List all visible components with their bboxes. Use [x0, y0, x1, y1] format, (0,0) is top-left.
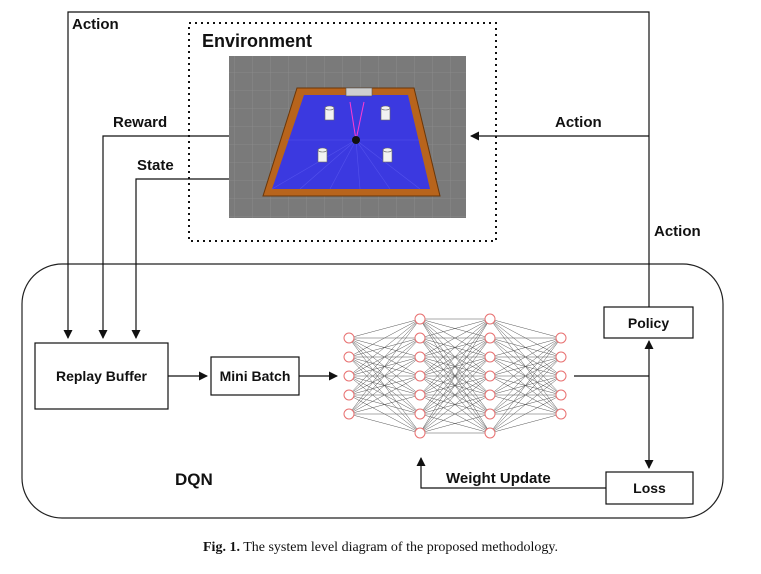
state-arrow — [131, 178, 229, 339]
reward-arrow — [98, 135, 229, 339]
action-loop-line — [63, 11, 650, 339]
network-edge — [348, 413, 421, 434]
network-node — [414, 408, 426, 420]
network-edge — [419, 318, 491, 358]
network-edge — [419, 318, 491, 415]
loss-box — [605, 471, 694, 505]
network-edge — [489, 413, 562, 434]
network-edge — [419, 413, 491, 434]
action-policy-label: Action — [654, 223, 701, 240]
network-node — [414, 313, 426, 325]
network-node — [414, 389, 426, 401]
weight-update-label: Weight Update — [446, 470, 551, 487]
network-edge — [419, 375, 491, 434]
mini-batch-label: Mini Batch — [220, 368, 291, 384]
network-edge — [489, 356, 562, 434]
network-node — [343, 389, 355, 401]
network-node — [555, 332, 567, 344]
state-label: State — [137, 157, 174, 174]
network-edge — [348, 318, 421, 396]
network-edge — [348, 318, 421, 377]
network-edge — [348, 394, 421, 415]
network-node — [484, 351, 496, 363]
network-edge — [348, 318, 421, 339]
neural-network — [343, 313, 567, 439]
figure-caption: Fig. 1. The system level diagram of the … — [0, 540, 761, 556]
simulation-arena-image — [229, 56, 466, 218]
network-node — [555, 351, 567, 363]
network-node — [343, 408, 355, 420]
network-edge — [348, 375, 421, 415]
network-edge — [489, 337, 562, 358]
network-node — [555, 408, 567, 420]
replay-buffer-label: Replay Buffer — [56, 368, 148, 384]
network-edge — [489, 337, 562, 377]
network-edge — [419, 318, 491, 339]
network-edge — [419, 318, 491, 434]
network-node — [414, 332, 426, 344]
policy-label: Policy — [628, 315, 669, 331]
network-node — [484, 332, 496, 344]
reward-label: Reward — [113, 114, 167, 131]
caption-text: The system level diagram of the proposed… — [243, 540, 558, 555]
network-edge — [419, 356, 491, 434]
network-edge — [489, 337, 562, 396]
network-edge — [489, 337, 562, 415]
network-edge — [348, 337, 421, 415]
weight-update-arrow — [416, 457, 606, 489]
action-top-label: Action — [72, 16, 119, 33]
network-node — [484, 313, 496, 325]
network-node — [484, 427, 496, 439]
dqn-label: DQN — [175, 470, 213, 489]
network-edge — [489, 394, 562, 434]
environment-box — [188, 22, 497, 242]
network-node — [484, 389, 496, 401]
network-node — [555, 389, 567, 401]
network-node — [414, 351, 426, 363]
network-node — [343, 332, 355, 344]
network-node — [555, 370, 567, 382]
network-node — [343, 351, 355, 363]
network-edge — [348, 356, 421, 415]
action-right-label: Action — [555, 114, 602, 131]
network-node — [414, 427, 426, 439]
network-edge — [489, 318, 562, 339]
environment-title: Environment — [202, 31, 312, 51]
loss-label: Loss — [633, 480, 666, 496]
dqn-container — [21, 263, 724, 519]
network-node — [414, 370, 426, 382]
network-edge — [348, 318, 421, 415]
network-node — [484, 408, 496, 420]
network-edge — [489, 375, 562, 434]
network-node — [484, 370, 496, 382]
replay-buffer-box — [34, 342, 169, 410]
caption-prefix: Fig. 1. — [203, 540, 240, 555]
network-edge — [419, 337, 491, 434]
network-edge — [419, 318, 491, 396]
network-edge — [348, 318, 421, 358]
policy-box — [603, 306, 694, 339]
network-edge — [489, 337, 562, 434]
network-node — [343, 370, 355, 382]
network-edge — [419, 318, 491, 377]
network-edge — [419, 394, 491, 434]
